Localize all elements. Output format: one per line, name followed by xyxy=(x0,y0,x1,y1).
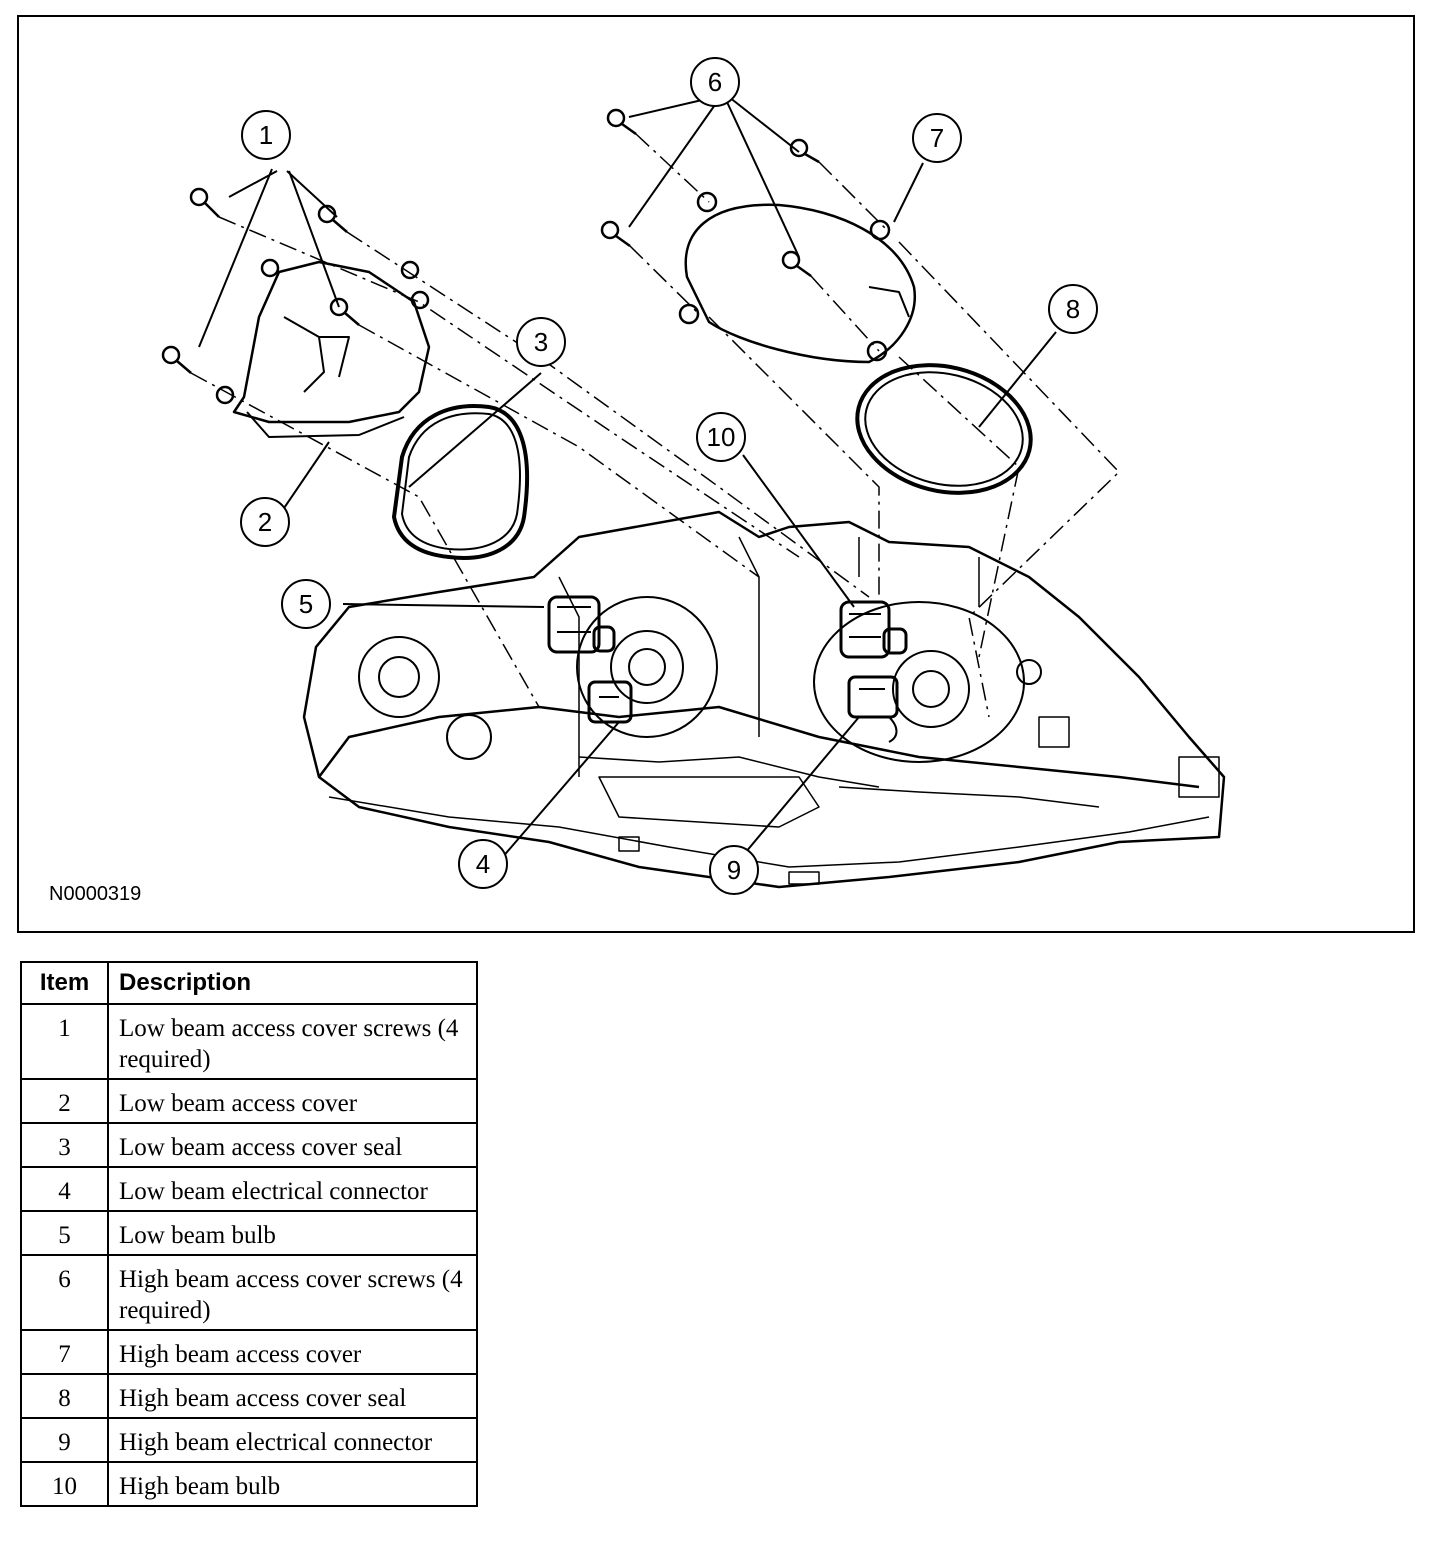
exploded-view-figure: 1 2 3 4 5 6 7 8 9 10 N0000319 xyxy=(17,15,1415,933)
legend-item-number: 5 xyxy=(20,1210,109,1256)
callout-8: 8 xyxy=(1066,294,1080,324)
table-row: 7 High beam access cover xyxy=(20,1329,478,1375)
low-beam-connector xyxy=(587,680,633,724)
callout-circles xyxy=(240,57,1098,895)
legend-item-number: 6 xyxy=(20,1254,109,1331)
callout-4: 4 xyxy=(476,849,490,879)
table-row: 5 Low beam bulb xyxy=(20,1210,478,1256)
callout-6: 6 xyxy=(708,67,722,97)
high-beam-bulb xyxy=(839,600,908,659)
legend-item-description: High beam electrical connector xyxy=(107,1417,478,1463)
table-row: 8 High beam access cover seal xyxy=(20,1373,478,1419)
legend-item-description: High beam access cover seal xyxy=(107,1373,478,1419)
callout-1: 1 xyxy=(259,120,273,150)
high-beam-reflector xyxy=(813,601,1042,763)
low-beam-access-cover xyxy=(215,258,431,438)
legend-item-description: Low beam access cover seal xyxy=(107,1122,478,1168)
legend-header-description: Description xyxy=(107,961,478,1005)
legend-item-description: Low beam electrical connector xyxy=(107,1166,478,1212)
table-row: 9 High beam electrical connector xyxy=(20,1417,478,1463)
legend-header-row: Item Description xyxy=(20,961,478,1005)
headlamp-drawing: 1 2 3 4 5 6 7 8 9 10 xyxy=(161,57,1226,895)
table-row: 3 Low beam access cover seal xyxy=(20,1122,478,1168)
legend-item-number: 3 xyxy=(20,1122,109,1168)
callout-10: 10 xyxy=(707,422,736,452)
low-beam-access-cover-seal xyxy=(392,404,529,560)
table-row: 4 Low beam electrical connector xyxy=(20,1166,478,1212)
legend-item-number: 8 xyxy=(20,1373,109,1419)
legend-item-number: 1 xyxy=(20,1003,109,1080)
callout-5: 5 xyxy=(299,589,313,619)
table-row: 1 Low beam access cover screws (4 requir… xyxy=(20,1003,478,1080)
callout-9: 9 xyxy=(727,855,741,885)
legend-item-number: 2 xyxy=(20,1078,109,1124)
legend-table: Item Description 1 Low beam access cover… xyxy=(20,961,478,1507)
headlamp-housing xyxy=(302,510,1226,889)
callout-2: 2 xyxy=(258,507,272,537)
legend-item-description: Low beam bulb xyxy=(107,1210,478,1256)
low-beam-reflector xyxy=(358,596,718,760)
legend-item-number: 4 xyxy=(20,1166,109,1212)
leader-lines xyxy=(198,96,1057,866)
low-beam-bulb xyxy=(547,595,616,654)
high-beam-access-cover-seal xyxy=(855,363,1033,495)
alignment-lines xyxy=(190,133,1120,718)
table-row: 10 High beam bulb xyxy=(20,1461,478,1507)
low-beam-cover-screws xyxy=(161,187,360,374)
legend-item-description: High beam access cover screws (4 require… xyxy=(107,1254,478,1331)
legend-item-description: High beam bulb xyxy=(107,1461,478,1507)
figure-id: N0000319 xyxy=(49,883,142,905)
callout-3: 3 xyxy=(534,327,548,357)
high-beam-cover-screws xyxy=(600,108,820,278)
legend-item-description: Low beam access cover xyxy=(107,1078,478,1124)
high-beam-access-cover xyxy=(678,191,917,364)
legend-item-number: 7 xyxy=(20,1329,109,1375)
legend-item-description: Low beam access cover screws (4 required… xyxy=(107,1003,478,1080)
callout-7: 7 xyxy=(930,123,944,153)
high-beam-connector xyxy=(847,675,899,743)
legend-item-number: 10 xyxy=(20,1461,109,1507)
table-row: 2 Low beam access cover xyxy=(20,1078,478,1124)
table-row: 6 High beam access cover screws (4 requi… xyxy=(20,1254,478,1331)
legend-header-item: Item xyxy=(20,961,109,1005)
legend-item-number: 9 xyxy=(20,1417,109,1463)
legend-item-description: High beam access cover xyxy=(107,1329,478,1375)
